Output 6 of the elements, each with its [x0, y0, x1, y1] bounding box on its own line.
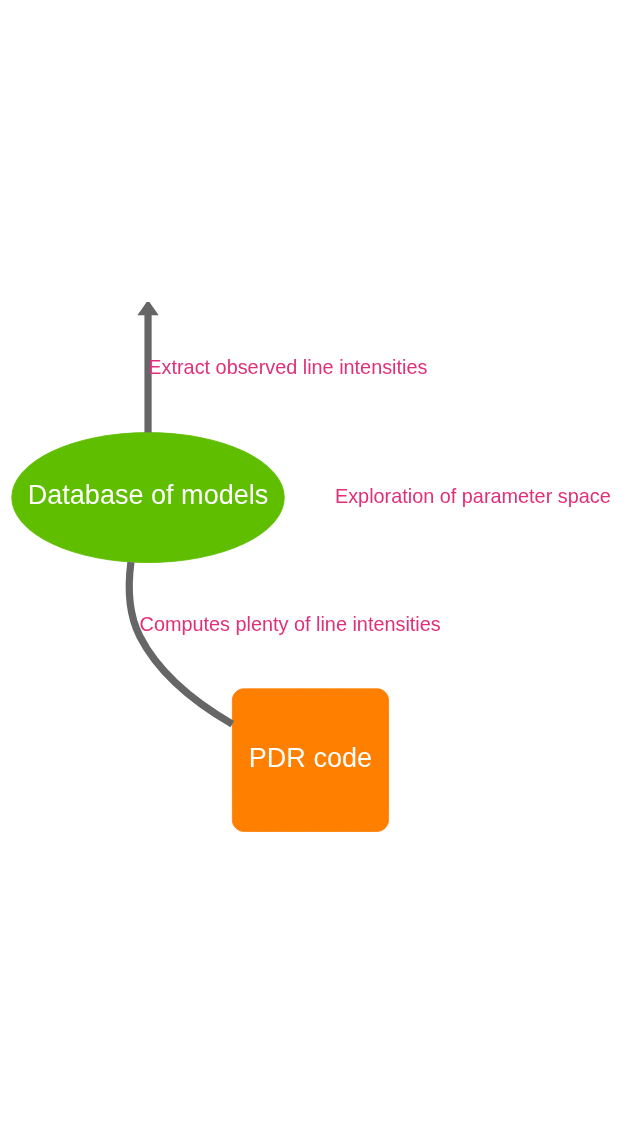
edge-label: Computes plenty of line intensities: [139, 612, 441, 635]
node-ellipse: Database of models: [11, 432, 285, 563]
connector: [125, 561, 235, 728]
arrow: [137, 302, 159, 433]
node-box: PDR code: [231, 688, 389, 832]
label: Exploration of parameter space: [334, 484, 611, 507]
